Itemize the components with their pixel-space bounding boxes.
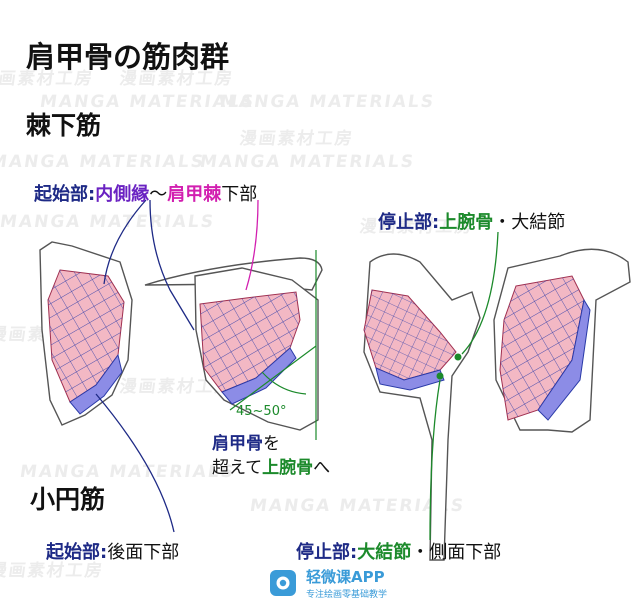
insertion-label: 停止部	[296, 542, 350, 563]
insertion-value-1: 上腕骨	[439, 212, 494, 233]
figure-2-scapula	[144, 250, 323, 440]
logo-name: 轻微课APP	[306, 568, 385, 586]
infraspinatus-origin: 起始部:内側縁〜肩甲棘下部	[34, 180, 257, 206]
infraspinatus-insertion: 停止部:上腕骨・大結節	[378, 208, 565, 234]
camera-icon	[270, 570, 296, 596]
angle-label: 45~50°	[236, 404, 287, 419]
insertion-label: 停止部	[378, 212, 432, 233]
origin-separator: :	[88, 184, 96, 205]
insertion-value-2: ・側面下部	[411, 542, 502, 563]
infraspinatus-heading: 棘下筋	[26, 111, 102, 140]
note-scapula: 肩甲骨	[212, 434, 263, 454]
teres-minor-heading: 小円筋	[30, 485, 106, 514]
teres-minor-origin: 起始部:後面下部	[46, 538, 179, 564]
pointer-lines	[95, 199, 499, 541]
insertion-separator: :	[350, 542, 358, 563]
origin-separator: :	[100, 542, 108, 563]
teres-minor-insertion: 停止部:大結節・側面下部	[296, 538, 501, 564]
logo-subtitle: 专注绘画零基础教学	[306, 590, 388, 600]
figure-4-scapula	[493, 248, 631, 433]
infraspinatus-note: 肩甲骨を 超えて上腕骨へ	[212, 432, 330, 480]
origin-label: 起始部	[46, 542, 100, 563]
origin-label: 起始部	[34, 184, 88, 205]
note-to: へ	[313, 458, 331, 478]
note-particle: を	[263, 434, 280, 454]
note-beyond: 超えて	[212, 458, 263, 478]
origin-tilde: 〜	[149, 184, 168, 205]
insertion-value-2: ・大結節	[493, 212, 566, 233]
insertion-separator: :	[432, 212, 440, 233]
figure-1-scapula	[39, 241, 133, 426]
figure-3-lateral	[363, 253, 481, 561]
origin-value-3: 下部	[221, 184, 258, 205]
origin-value-2: 肩甲棘	[167, 184, 222, 205]
page-title: 肩甲骨の筋肉群	[26, 40, 230, 74]
insertion-value-1: 大結節	[357, 542, 412, 563]
origin-value: 後面下部	[107, 542, 180, 563]
note-humerus: 上腕骨	[262, 458, 314, 478]
origin-value-1: 内側縁	[95, 184, 150, 205]
